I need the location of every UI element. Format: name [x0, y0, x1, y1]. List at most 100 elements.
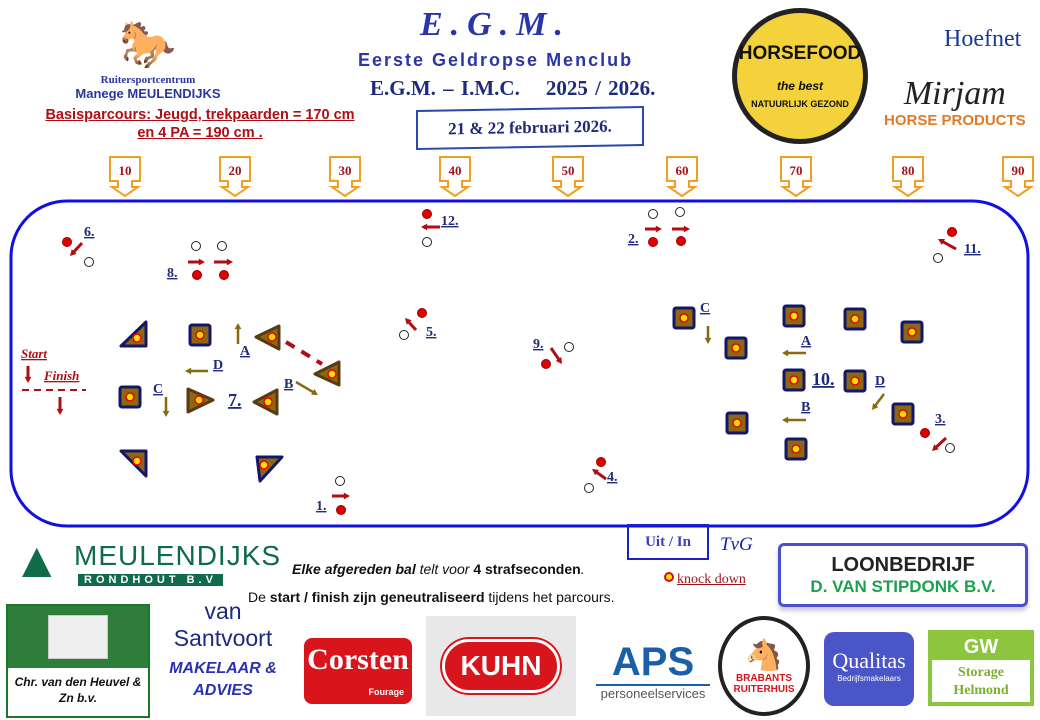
direction-arrow-icon: [295, 380, 318, 395]
obstacle-label: 2.: [628, 232, 639, 247]
gate-label: C: [700, 301, 710, 316]
arrow-head: [162, 410, 170, 417]
white-cone: [584, 483, 594, 493]
obstacle-label: 1.: [316, 499, 327, 514]
triangle-obstacle: [313, 360, 341, 387]
distance-marker: 10: [108, 156, 142, 198]
ball-icon: [195, 330, 205, 340]
event-title: E.G.M. – I.M.C.2025 / 2026.: [370, 76, 655, 101]
logo-text: MAKELAAR & ADVIES: [169, 660, 277, 699]
distance-marker: 30: [328, 156, 362, 198]
marker-label: 50: [562, 163, 575, 178]
ball-icon: [259, 460, 269, 470]
obstacle-label: 10.: [812, 369, 835, 389]
manege-meulendijks-logo: 🐎 Ruitersportcentrum Manege MEULENDIJKS: [38, 14, 258, 101]
ball-icon: [850, 314, 860, 324]
distance-marker: 60: [665, 156, 699, 198]
logo-text: KUHN: [441, 639, 561, 693]
horsefood-logo: HORSEFOOD the best NATUURLIJK GEZOND: [732, 8, 868, 144]
distance-marker: 80: [891, 156, 925, 198]
marker-label: 20: [229, 163, 242, 178]
red-cone: [336, 505, 346, 515]
season-text: 2025 / 2026.: [545, 76, 656, 100]
ball-icon: [194, 395, 204, 405]
penalty-rule: Elke afgereden bal telt voor 4 strafseco…: [292, 561, 585, 577]
arrow-head: [24, 376, 32, 383]
ball-icon: [789, 311, 799, 321]
white-cone: [933, 253, 943, 263]
arrow-head: [405, 318, 412, 325]
arrow-shaft: [933, 436, 948, 450]
ball-icon: [125, 392, 135, 402]
logo-text: Helmond: [953, 683, 1009, 698]
obstacle-label: 8.: [167, 266, 178, 281]
tree-icon: ▲: [12, 532, 62, 588]
finish-label: Finish: [43, 368, 79, 383]
red-cone: [219, 270, 229, 280]
gate-label: B: [801, 400, 810, 415]
white-cone: [217, 241, 227, 251]
distance-marker: 40: [438, 156, 472, 198]
triangle-obstacle: [254, 324, 281, 351]
arrow-head: [655, 225, 662, 233]
obstacle-label: 12.: [441, 214, 459, 229]
marker-arrow-icon: [438, 156, 472, 198]
arrow-shaft: [549, 347, 561, 362]
square-obstacle: [900, 320, 924, 344]
logo-text: Manege MEULENDIJKS: [75, 86, 221, 101]
white-cone: [648, 209, 658, 219]
rule-text: Elke afgereden bal: [292, 561, 416, 577]
direction-arrow-icon: [162, 397, 170, 417]
arrow-shaft: [295, 380, 316, 395]
basis-line: Basisparcours: Jeugd, trekpaarden = 170 …: [45, 107, 355, 123]
arrow-shaft: [71, 241, 84, 255]
ball-icon: [679, 313, 689, 323]
ball-icon: [850, 376, 860, 386]
square-obstacle: [725, 411, 749, 435]
marker-label: 10: [119, 163, 132, 178]
logo-text: LOONBEDRIJF: [831, 554, 975, 576]
logo-text: van Santvoort: [173, 598, 273, 651]
direction-arrow-icon: [405, 318, 418, 332]
arrow-head: [872, 403, 879, 410]
marker-arrow-icon: [108, 156, 142, 198]
meulendijks-rondhout-logo: ▲ MEULENDIJKS RONDHOUT B.V: [12, 530, 280, 590]
exit-entrance-label: Uit / In: [627, 524, 709, 560]
marker-arrow-icon: [779, 156, 813, 198]
logo-text: personeelservices: [596, 684, 710, 701]
ball-icon: [791, 444, 801, 454]
arrow-head: [683, 225, 690, 233]
rule-text: De: [248, 589, 270, 605]
logo-text: Chr. van den Heuvel & Zn b.v.: [14, 675, 142, 705]
gate-label: A: [240, 344, 251, 359]
obstacle-label: 6.: [84, 225, 95, 240]
logo-text: BRABANTS RUITERHUIS: [733, 672, 795, 695]
start-label: Start: [21, 346, 47, 361]
arrow-head: [185, 367, 192, 375]
block: [255, 455, 284, 483]
square-obstacle: [782, 368, 806, 392]
logo-text: the best: [776, 79, 823, 93]
arrow-head: [56, 408, 64, 415]
marker-label: 80: [902, 163, 915, 178]
distance-marker: 70: [779, 156, 813, 198]
horse-head-icon: 🐴: [745, 638, 783, 672]
ball-icon: [327, 369, 337, 379]
neutral-rule: De start / finish zijn geneutraliseerd t…: [248, 589, 614, 605]
rule-text: 4 strafseconden: [473, 561, 581, 577]
marker-arrow-icon: [665, 156, 699, 198]
brabants-ruiterhuis-logo: 🐴BRABANTS RUITERHUIS: [718, 616, 810, 716]
white-cone: [675, 207, 685, 217]
marker-label: 60: [676, 163, 689, 178]
triangle-obstacle: [255, 455, 284, 483]
arena-border: [9, 199, 1030, 528]
arrow-shaft: [594, 470, 607, 481]
obstacle-label: 9.: [533, 337, 544, 352]
arrow-head: [932, 444, 939, 451]
direction-arrow-icon: [549, 347, 562, 364]
